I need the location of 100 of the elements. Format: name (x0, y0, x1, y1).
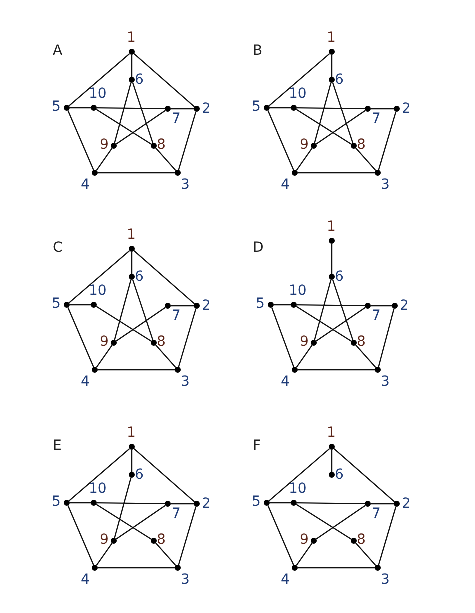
vertex-number: 1 (327, 425, 336, 441)
graph-edge (331, 55, 333, 77)
vertex-number: 2 (202, 101, 211, 117)
vertex-number: 10 (89, 481, 107, 497)
vertex-number: 6 (135, 72, 144, 88)
vertex-number: 10 (289, 481, 307, 497)
graph-edge (97, 502, 165, 505)
vertex-number: 9 (300, 532, 309, 548)
graph-edge (356, 344, 376, 368)
vertex-number: 7 (372, 111, 381, 127)
graph-edge (332, 280, 354, 340)
graph-edge (134, 250, 196, 304)
graph-edge (68, 448, 130, 502)
graph-edge (116, 307, 166, 342)
panel-letter: F (253, 438, 262, 454)
vertex-number: 9 (100, 532, 109, 548)
graph-edge (132, 280, 154, 340)
vertex-number: 4 (81, 177, 90, 193)
vertex-number: 8 (357, 137, 366, 153)
vertex-number: 8 (157, 334, 166, 350)
graph-edge (134, 54, 196, 108)
graph-edge (68, 54, 130, 106)
vertex-number: 10 (289, 86, 307, 102)
graph-edge (314, 280, 332, 340)
graph-edge (316, 505, 366, 540)
vertex-number: 9 (300, 137, 309, 153)
graph-edge (298, 172, 375, 174)
vertex-number: 7 (172, 506, 181, 522)
vertex-number: 6 (335, 467, 344, 483)
vertex-number: 7 (172, 111, 181, 127)
vertex-number: 3 (181, 572, 190, 588)
graph-edge (96, 345, 113, 368)
vertex-number: 1 (327, 219, 336, 235)
graph-edge (296, 543, 313, 566)
vertex-number: 5 (252, 494, 261, 510)
graph-edge (316, 110, 366, 145)
vertex-number: 4 (81, 572, 90, 588)
panel-letter: A (53, 43, 63, 59)
vertex-number: 10 (89, 283, 107, 299)
graph-edge (371, 108, 394, 110)
vertex-number: 7 (172, 308, 181, 324)
graph-edge (378, 308, 395, 368)
graph-edge (332, 82, 354, 144)
graph-edge (171, 108, 194, 110)
graph-edge (297, 107, 365, 110)
panel-letter: B (253, 43, 263, 59)
vertex-number: 7 (372, 308, 381, 324)
graph-edge (378, 112, 397, 170)
graph-edge (114, 478, 132, 538)
graph-edge (156, 542, 176, 566)
vertex-number: 9 (300, 334, 309, 350)
graph-edge (114, 82, 132, 144)
vertex-number: 3 (181, 374, 190, 390)
graph-edge (68, 308, 94, 368)
graph-edge (297, 502, 365, 505)
graph-edge (70, 502, 91, 504)
vertex-number: 5 (52, 99, 61, 115)
vertex-number: 5 (256, 296, 265, 312)
panel-letter: E (53, 438, 62, 454)
graph-edge (296, 504, 352, 540)
graph-edge (96, 504, 152, 540)
vertex-number: 9 (100, 137, 109, 153)
graph-edge (178, 308, 197, 368)
graph-edge (298, 567, 375, 569)
graph-edge (171, 503, 194, 505)
vertex-number: 6 (335, 72, 344, 88)
vertex-number: 1 (127, 30, 136, 46)
graph-edge (98, 369, 175, 371)
graph-edge (178, 506, 197, 566)
graph-edge (114, 280, 132, 340)
graph-edge (116, 505, 166, 540)
graph-edge (96, 148, 113, 171)
vertex-number: 2 (400, 298, 409, 314)
vertex-number: 6 (135, 467, 144, 483)
vertex-number: 10 (289, 283, 307, 299)
vertex-number: 1 (127, 227, 136, 243)
graph-edge (70, 304, 91, 306)
graph-edge (274, 304, 291, 306)
graph-edge (270, 107, 291, 109)
vertex-number: 4 (281, 572, 290, 588)
graph-edge (68, 506, 94, 566)
vertex-number: 5 (252, 99, 261, 115)
vertex-number: 6 (335, 269, 344, 285)
graph-edge (356, 148, 376, 172)
vertex-number: 2 (202, 298, 211, 314)
graph-edge (298, 369, 375, 371)
graph-edge (156, 344, 176, 368)
graph-edge (271, 308, 295, 368)
vertex-number: 3 (381, 572, 390, 588)
graph-edge (270, 502, 291, 504)
graph-edge (171, 305, 194, 307)
graph-edge (316, 307, 366, 342)
graph-edge (268, 54, 330, 106)
graph-edge (132, 82, 154, 144)
graph-edge (356, 542, 376, 566)
vertex-number: 4 (281, 177, 290, 193)
graph-edge (96, 306, 152, 342)
vertex-number: 8 (357, 334, 366, 350)
graph-edge (134, 448, 196, 502)
vertex-number: 4 (281, 374, 290, 390)
